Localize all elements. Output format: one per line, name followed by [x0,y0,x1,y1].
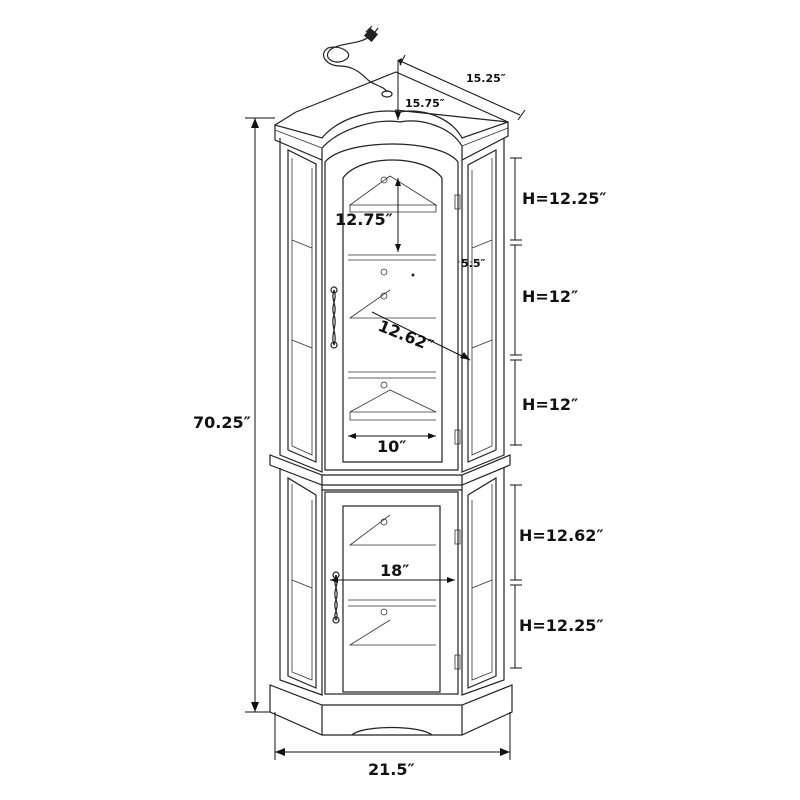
upper-right-side-panel [461,138,505,473]
section-height-label: H=12″ [522,395,578,414]
depth-dimension-lines [395,54,526,121]
lower-width-label: 18″ [380,561,409,580]
depth-left-label: 15.75″ [405,97,445,110]
upper-interior [348,175,438,421]
shelf-diagonal-label: 12.62″ [376,316,437,355]
section-height-label: H=12.62″ [519,526,604,545]
lower-left-side-panel [279,468,323,696]
upper-left-side-panel [279,138,323,473]
shelf-front-label: 10″ [377,437,406,456]
cabinet-top [274,71,509,126]
section-height-label: H=12″ [522,287,578,306]
depth-right-label: 15.25″ [466,72,506,85]
lower-door [324,491,461,695]
section-height-label: H=12.25″ [519,616,604,635]
cabinet-base [269,684,513,736]
width-label: 21.5″ [368,760,415,779]
overall-height-label: 70.25″ [193,413,251,432]
middle-molding [269,454,511,491]
upper-door [324,143,461,471]
section-height-lines [510,157,522,669]
power-cord-icon [323,25,393,98]
interior-dimension-lines [330,178,480,583]
door-handle-icon [330,286,338,349]
door-handle-icon [332,571,340,624]
width-dimension-line [274,712,511,760]
section-height-label: H=12.25″ [522,189,607,208]
side-panel-width-label: 5.5″ [461,257,485,270]
lower-right-side-panel [461,468,505,696]
height-dimension-line [245,117,275,713]
lower-interior [348,514,436,646]
shelf-gap-label: 12.75″ [335,210,393,229]
